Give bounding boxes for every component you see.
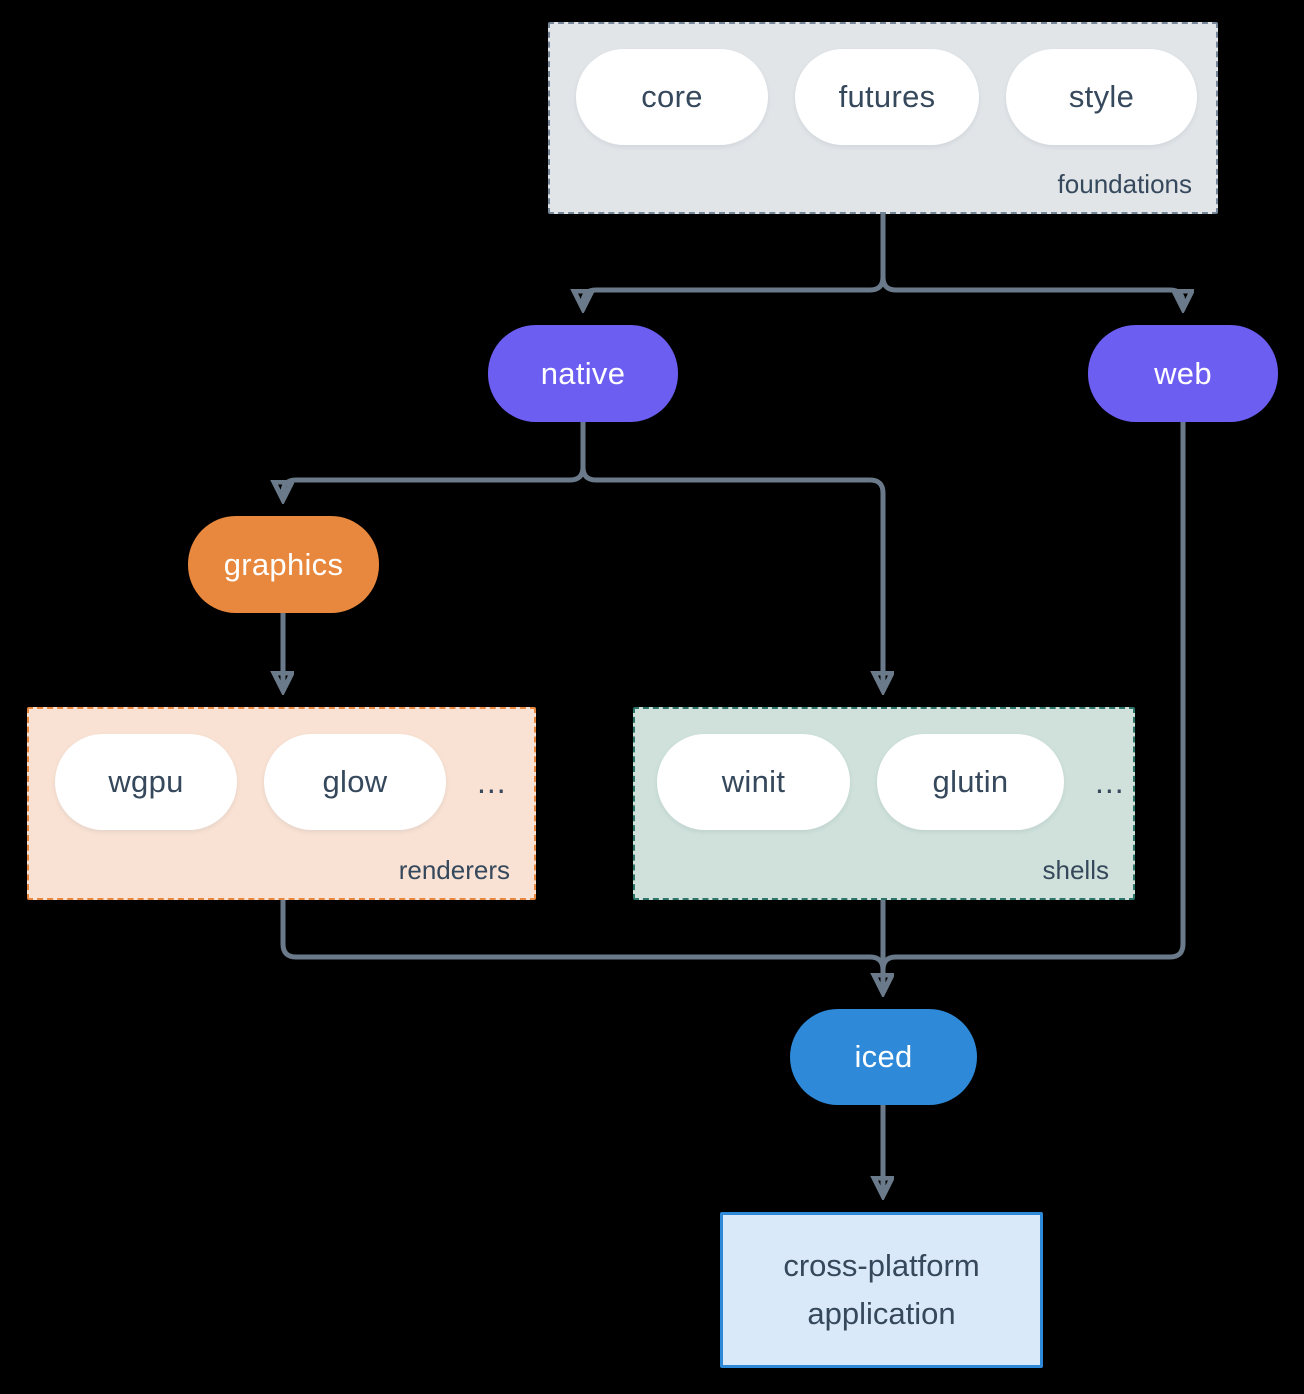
group-renderers: wgpu glow ... renderers — [27, 707, 536, 900]
node-glutin-label: glutin — [932, 764, 1009, 799]
node-web-label: web — [1154, 355, 1212, 391]
node-native: native — [488, 325, 678, 422]
node-iced: iced — [790, 1009, 977, 1105]
node-wgpu-label: wgpu — [108, 764, 184, 799]
node-glow-label: glow — [322, 764, 388, 799]
foundations-group-label: foundations — [1057, 169, 1192, 199]
edge-foundations-web — [880, 214, 1183, 307]
node-web: web — [1088, 325, 1278, 422]
node-futures: futures — [795, 49, 979, 145]
node-futures-label: futures — [838, 79, 936, 114]
node-style: style — [1006, 49, 1197, 145]
group-foundations: core futures style foundations — [548, 22, 1218, 214]
edge-foundations-native — [583, 214, 886, 307]
node-core: core — [576, 49, 768, 145]
node-winit-label: winit — [721, 764, 786, 799]
node-wgpu: wgpu — [55, 734, 237, 830]
shells-ellipsis: ... — [1095, 763, 1125, 800]
node-core-label: core — [641, 79, 703, 114]
node-native-label: native — [540, 355, 626, 391]
node-iced-label: iced — [854, 1039, 913, 1074]
renderers-group-label: renderers — [398, 855, 510, 885]
shells-pill-row: winit glutin ... — [657, 734, 1125, 830]
node-graphics-label: graphics — [223, 546, 344, 582]
node-graphics: graphics — [188, 516, 379, 613]
node-application-label: cross-platform application — [783, 1248, 980, 1331]
group-shells: winit glutin ... shells — [633, 707, 1135, 900]
edge-renderers-merge — [280, 900, 886, 971]
edge-native-shells — [580, 422, 883, 689]
node-application: cross-platform application — [720, 1212, 1043, 1368]
shells-group-label: shells — [1042, 855, 1109, 885]
renderers-ellipsis: ... — [477, 763, 507, 800]
foundations-pill-row: core futures style — [576, 49, 1197, 145]
node-style-label: style — [1068, 79, 1135, 114]
renderers-pill-row: wgpu glow ... — [55, 734, 507, 830]
node-glutin: glutin — [877, 734, 1064, 830]
node-winit: winit — [657, 734, 850, 830]
edge-native-graphics — [283, 422, 586, 498]
node-glow: glow — [264, 734, 446, 830]
